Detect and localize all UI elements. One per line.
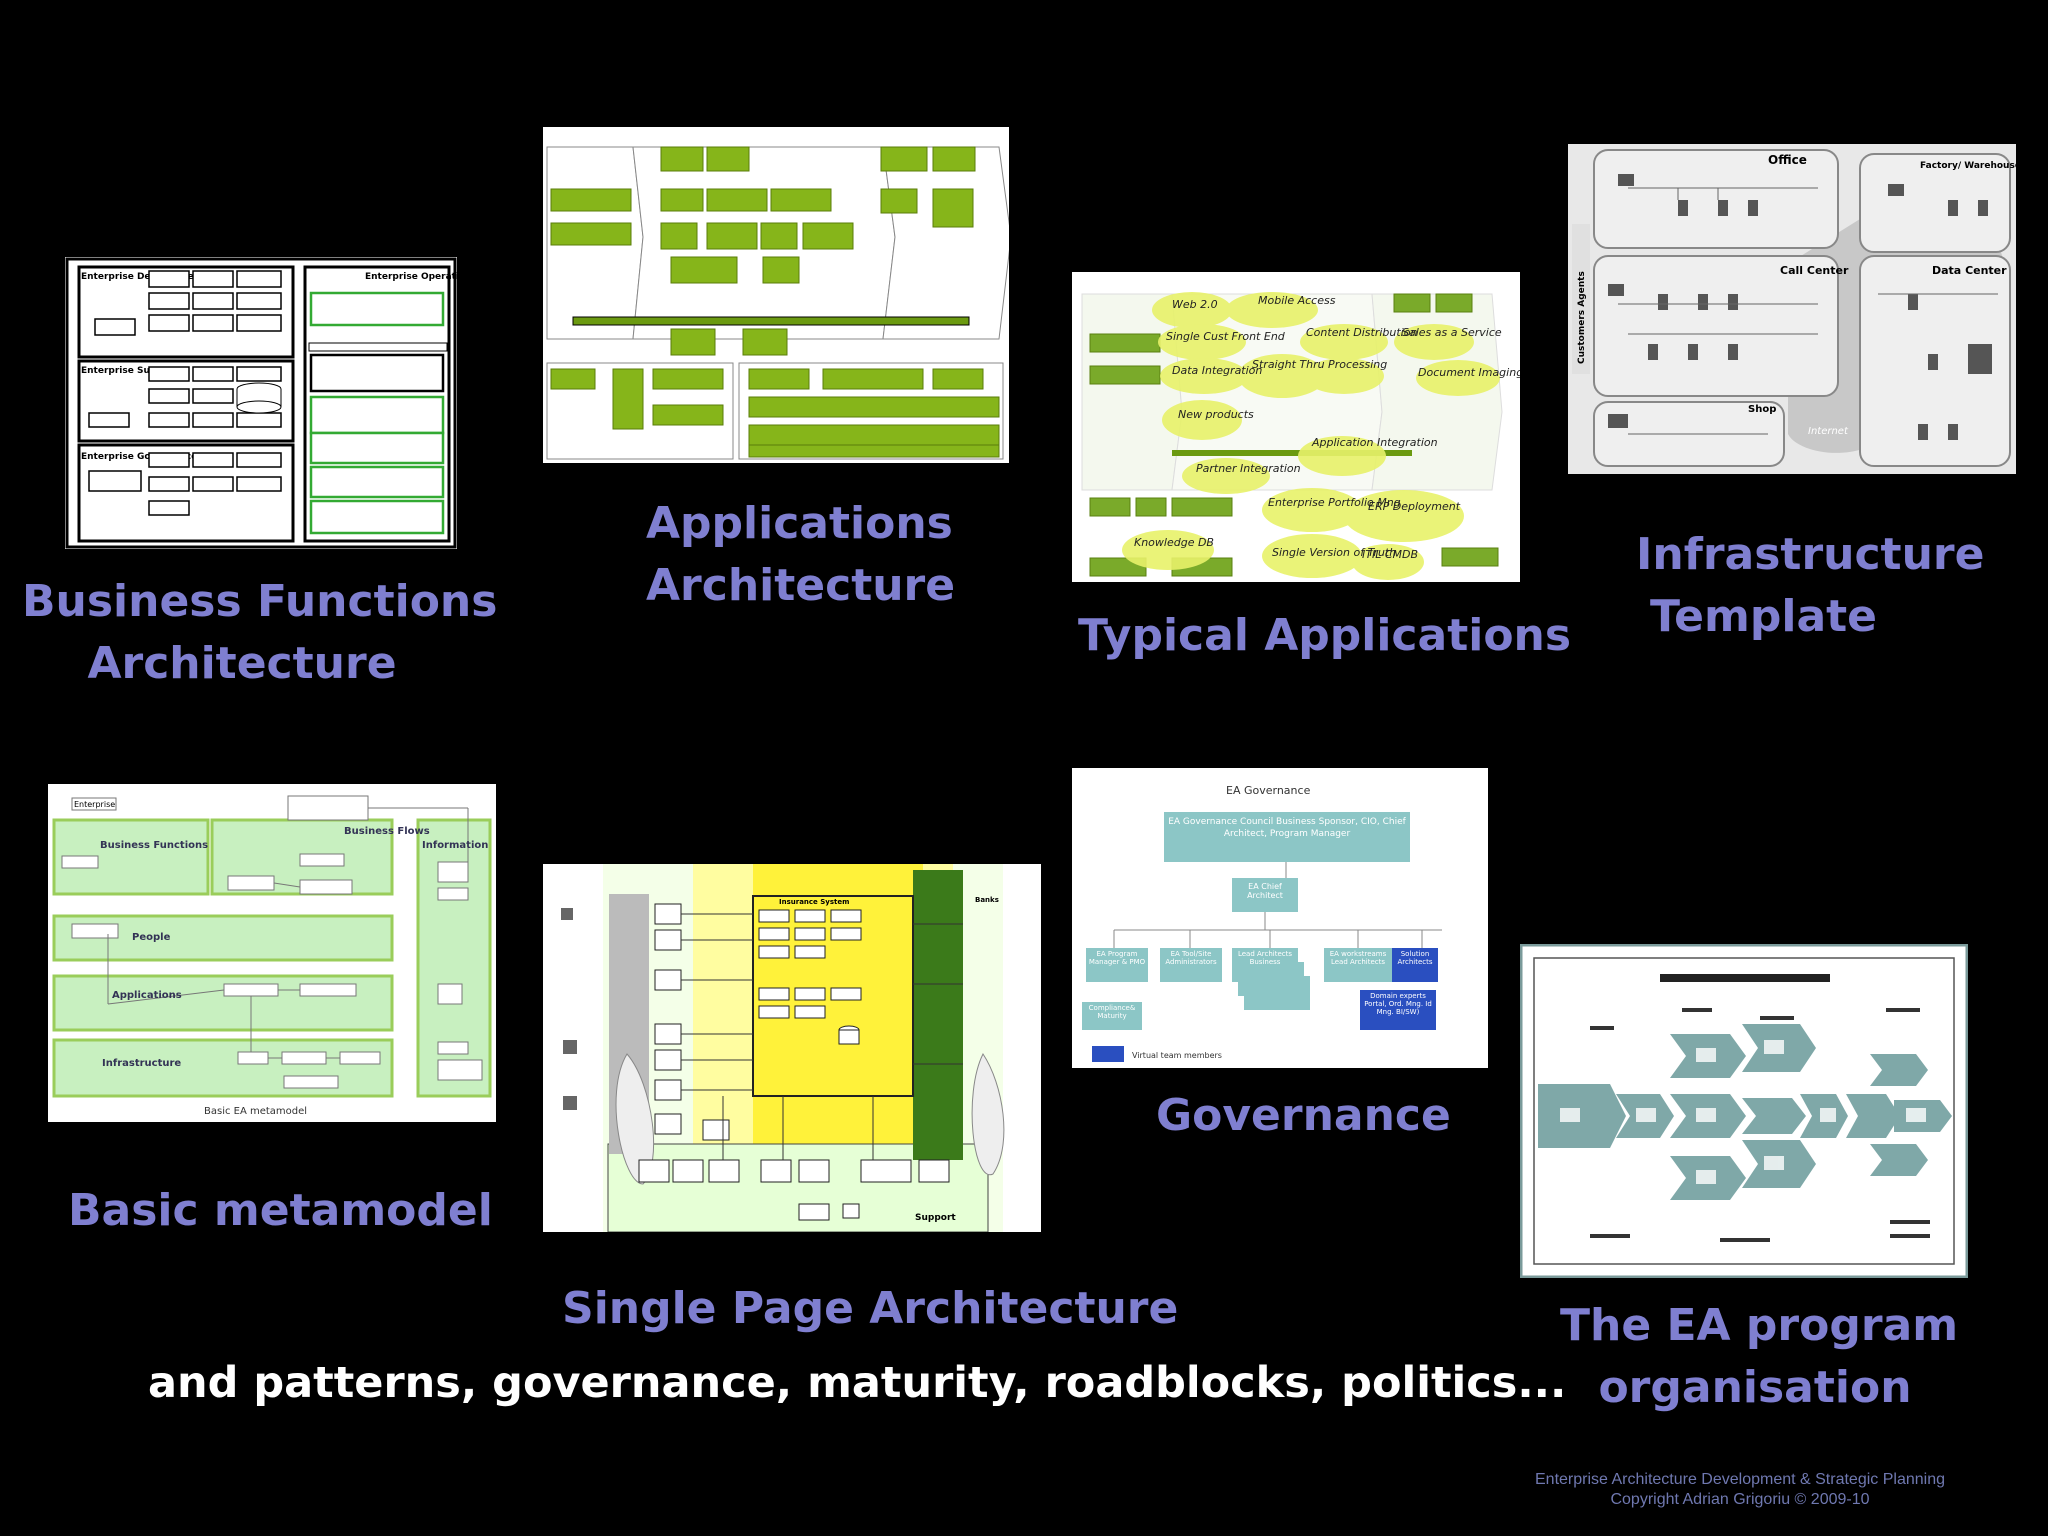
gov-vt: Virtual team members xyxy=(1132,1051,1222,1060)
tagline: and patterns, governance, maturity, road… xyxy=(148,1358,1567,1408)
caption-governance: Governance xyxy=(1156,1090,1451,1141)
footer: Enterprise Architecture Development & St… xyxy=(1480,1470,2000,1510)
bf-gov-label: Enterprise Governance xyxy=(81,452,197,462)
gov-council: EA Governance Council Business Sponsor, … xyxy=(1168,817,1406,839)
typ-label-6: Straight Thru Processing xyxy=(1252,358,1387,371)
gov-pm: EA Program Manager & PMO xyxy=(1088,950,1146,966)
meta-enterprise: Enterprise xyxy=(74,800,115,809)
gov-lead: Lead Architects Business xyxy=(1237,950,1293,966)
infra-customers-label: Customers Agents xyxy=(1577,271,1587,364)
typ-label-9: Application Integration xyxy=(1311,436,1438,449)
footer-line-1: Enterprise Architecture Development & St… xyxy=(1535,1471,1945,1488)
caption-typical-applications: Typical Applications xyxy=(1078,610,1572,661)
typ-label-1: Mobile Access xyxy=(1258,294,1336,307)
infra-call-label: Call Center xyxy=(1780,264,1849,277)
typ-label-12: ERP Deployment xyxy=(1368,500,1461,513)
gov-ws: EA workstreams Lead Architects xyxy=(1329,950,1387,966)
infra-shop-label: Shop xyxy=(1748,404,1776,415)
typ-label-8: New products xyxy=(1178,408,1254,421)
footer-line-2: Copyright Adrian Grigoriu © 2009-10 xyxy=(1610,1491,1870,1508)
infrastructure-template-thumbnail: Customers Agents Office Factory/ Warehou… xyxy=(1568,144,2016,474)
gov-sol: Solution Architects xyxy=(1397,950,1433,966)
gov-title: EA Governance xyxy=(1226,784,1311,797)
meta-people: People xyxy=(132,932,171,943)
caption-basic-metamodel: Basic metamodel xyxy=(68,1185,493,1236)
typ-label-5: Data Integration xyxy=(1172,364,1262,377)
gov-domain: Domain experts Portal, Ord. Mng. Id Mng.… xyxy=(1364,992,1432,1016)
spa-ins-label: Insurance System xyxy=(779,898,849,906)
typ-label-0: Web 2.0 xyxy=(1172,298,1218,311)
gov-comp: Compliance& Maturity xyxy=(1088,1004,1136,1020)
spa-banks-label: Banks xyxy=(975,896,999,904)
typ-label-15: ITIL CMDB xyxy=(1362,548,1418,561)
business-functions-thumbnail: Enterprise Development Enterprise Suppor… xyxy=(65,257,457,549)
typ-label-4: Sales as a Service xyxy=(1402,326,1502,339)
gov-tool: EA Tool/Site Administrators xyxy=(1165,950,1217,966)
meta-flows: Business Flows xyxy=(344,826,430,837)
ea-program-organisation-thumbnail xyxy=(1520,944,1968,1278)
infra-internet-label: Internet xyxy=(1808,426,1849,437)
meta-caption: Basic EA metamodel xyxy=(204,1106,307,1117)
typ-label-2: Single Cust Front End xyxy=(1166,330,1286,343)
typ-label-11: Enterprise Portfolio Mng xyxy=(1268,496,1401,509)
meta-info: Information xyxy=(422,840,488,851)
typ-label-14: Single Version of Truth xyxy=(1272,546,1396,559)
typ-label-3: Content Distribution xyxy=(1306,326,1417,339)
infra-dc-label: Data Center xyxy=(1932,264,2007,277)
bf-support-label: Enterprise Support xyxy=(81,366,178,376)
typ-label-13: Knowledge DB xyxy=(1134,536,1214,549)
bf-dev-label: Enterprise Development xyxy=(81,272,205,282)
infra-factory-label: Factory/ Warehouse xyxy=(1920,161,2016,171)
meta-infra: Infrastructure xyxy=(102,1058,181,1069)
single-page-architecture-thumbnail: Insurance System Support Banks xyxy=(543,864,1041,1232)
governance-thumbnail: EA Governance EA Governance Council Busi… xyxy=(1072,768,1488,1068)
meta-bf: Business Functions xyxy=(100,840,208,851)
basic-metamodel-thumbnail: Enterprise Business Functions Business F… xyxy=(48,784,496,1122)
applications-architecture-thumbnail xyxy=(543,127,1009,463)
infra-office-label: Office xyxy=(1768,153,1807,167)
typ-label-10: Partner Integration xyxy=(1196,462,1301,475)
gov-chief: EA Chief Architect xyxy=(1247,882,1283,900)
typical-applications-thumbnail: Web 2.0 Mobile Access Single Cust Front … xyxy=(1072,272,1520,582)
meta-apps: Applications xyxy=(112,990,182,1001)
spa-support-label: Support xyxy=(915,1213,956,1223)
typ-label-7: Document Imaging xyxy=(1418,366,1520,379)
bf-ops-label: Enterprise Operations xyxy=(365,272,457,282)
caption-single-page-architecture: Single Page Architecture xyxy=(562,1283,1179,1334)
